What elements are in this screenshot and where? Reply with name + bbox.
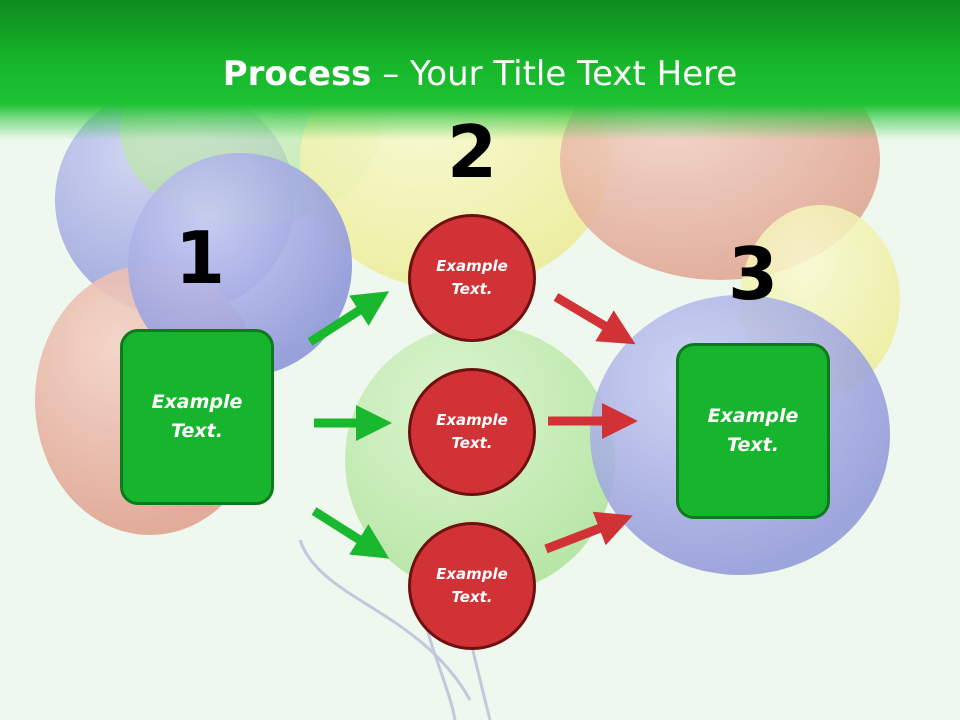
circle-middle-line2: Text. [451, 434, 493, 452]
arrow-top-to-3 [553, 293, 636, 345]
circle-middle-line1: Example [436, 411, 508, 429]
step-1-text-line2: Text. [171, 420, 223, 442]
arrow-1-to-bottom [311, 507, 390, 559]
step-2-circle-top: Example Text. [408, 214, 536, 342]
step-3-text-line1: Example [707, 405, 799, 427]
circle-top-line1: Example [436, 257, 508, 275]
step-3-box: Example Text. [676, 343, 830, 519]
step-number-1: 1 [174, 216, 226, 300]
step-3-text-line2: Text. [727, 434, 779, 456]
step-number-3: 3 [727, 232, 779, 316]
circle-top-line2: Text. [451, 280, 493, 298]
step-1-box: Example Text. [120, 329, 274, 505]
title-bold: Process [222, 54, 372, 94]
header-band [0, 0, 960, 140]
step-2-circle-middle: Example Text. [408, 368, 536, 496]
balloon-blue-left [128, 153, 352, 377]
step-number-2: 2 [446, 110, 498, 194]
step-1-text-line1: Example [151, 391, 243, 413]
title-rest: – Your Title Text Here [371, 54, 738, 94]
circle-bottom-line2: Text. [451, 588, 493, 606]
circle-bottom-line1: Example [436, 565, 508, 583]
arrow-bottom-to-3 [544, 511, 633, 554]
step-2-circle-bottom: Example Text. [408, 522, 536, 650]
arrow-1-to-top [307, 291, 390, 346]
slide-title: Process – Your Title Text Here [0, 52, 960, 96]
